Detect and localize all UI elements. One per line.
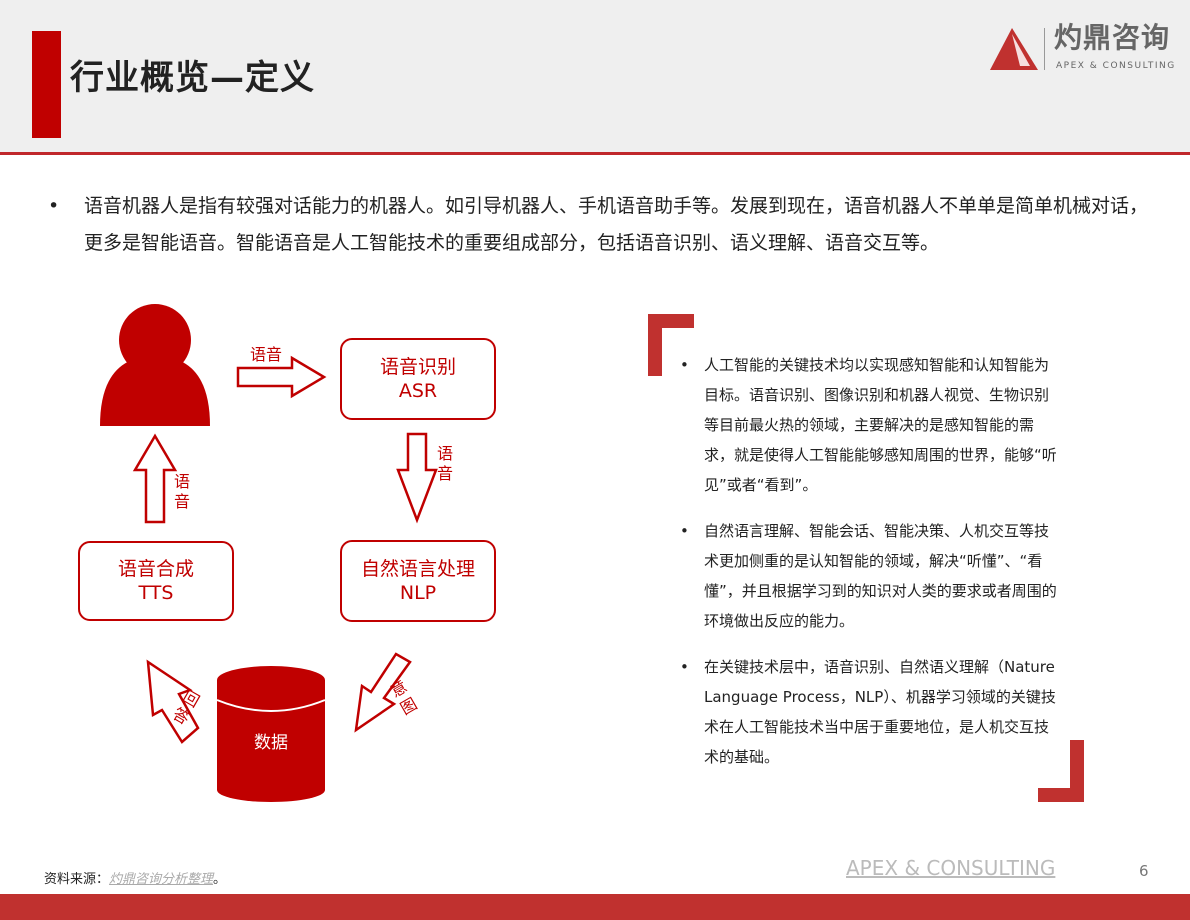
arrow-right-icon: [236, 355, 327, 399]
arrow-up-left-icon: [146, 659, 200, 744]
page-number: 6: [1139, 862, 1149, 880]
bullet-dot: •: [680, 522, 689, 540]
key-points: • 人工智能的关键技术均以实现感知智能和认知智能为目标。语音识别、图像识别和机器人…: [680, 350, 1060, 788]
arrow-down-icon: [396, 432, 438, 524]
key-point: • 人工智能的关键技术均以实现感知智能和认知智能为目标。语音识别、图像识别和机器人…: [680, 350, 1060, 500]
asr-label-cn: 语音识别: [379, 356, 456, 378]
logo-divider: [1044, 28, 1045, 70]
footer-brand[interactable]: APEX & CONSULTING: [846, 856, 1056, 880]
bullet-dot: •: [680, 658, 689, 676]
arrow-down-left-icon: [354, 652, 412, 733]
logo-triangle-icon: [990, 28, 1038, 70]
database-label: 数据: [254, 733, 288, 753]
logo-name-cn: 灼鼎咨询: [1054, 21, 1171, 54]
footer-bar: [0, 894, 1190, 920]
logo: 灼鼎咨询 APEX & CONSULTING: [984, 22, 1190, 76]
diagram-shapes: [100, 304, 438, 802]
title-accent-bar: [32, 31, 61, 138]
source-link[interactable]: 灼鼎咨询分析整理: [109, 872, 214, 887]
user-icon: [100, 304, 210, 426]
key-point-text: 在关键技术层中，语音识别、自然语义理解（Nature Language Proc…: [704, 658, 1056, 766]
label-user-asr: 语音: [250, 345, 283, 364]
nlp-label-cn: 自然语言处理: [360, 558, 475, 580]
page-title: 行业概览—定义: [70, 58, 315, 98]
nlp-label-en: NLP: [399, 582, 437, 604]
logo-name-en: APEX & CONSULTING: [1056, 61, 1176, 71]
intro-text: 语音机器人是指有较强对话能力的机器人。如引导机器人、手机语音助手等。发展到现在，…: [84, 195, 1149, 254]
key-point-text: 自然语言理解、智能会话、智能决策、人机交互等技术更加侧重的是认知智能的领域，解决…: [704, 522, 1057, 630]
bracket-bottom-right-icon: [1038, 740, 1084, 802]
source-end: 。: [213, 872, 227, 887]
source-label: 资料来源：: [44, 872, 110, 887]
bullet-dot: •: [48, 195, 60, 217]
key-point: • 在关键技术层中，语音识别、自然语义理解（Nature Language Pro…: [680, 652, 1060, 772]
key-point-text: 人工智能的关键技术均以实现感知智能和认知智能为目标。语音识别、图像识别和机器人视…: [704, 356, 1057, 494]
tts-label-en: TTS: [138, 582, 174, 604]
header: [0, 0, 1190, 155]
label-asr-nlp: 语音: [436, 444, 453, 483]
bracket-top-left-icon: [648, 314, 694, 376]
bullet-dot: •: [680, 356, 689, 374]
label-tts-user: 语音: [173, 472, 190, 511]
asr-label-en: ASR: [398, 380, 438, 402]
intro-bullet: • 语音机器人是指有较强对话能力的机器人。如引导机器人、手机语音助手等。发展到现…: [48, 188, 1158, 262]
tts-label-cn: 语音合成: [117, 558, 194, 580]
source-note: 资料来源：灼鼎咨询分析整理。: [44, 871, 226, 889]
key-point: • 自然语言理解、智能会话、智能决策、人机交互等技术更加侧重的是认知智能的领域，解…: [680, 516, 1060, 636]
arrow-up-icon: [132, 433, 178, 524]
database-icon: [216, 666, 326, 802]
